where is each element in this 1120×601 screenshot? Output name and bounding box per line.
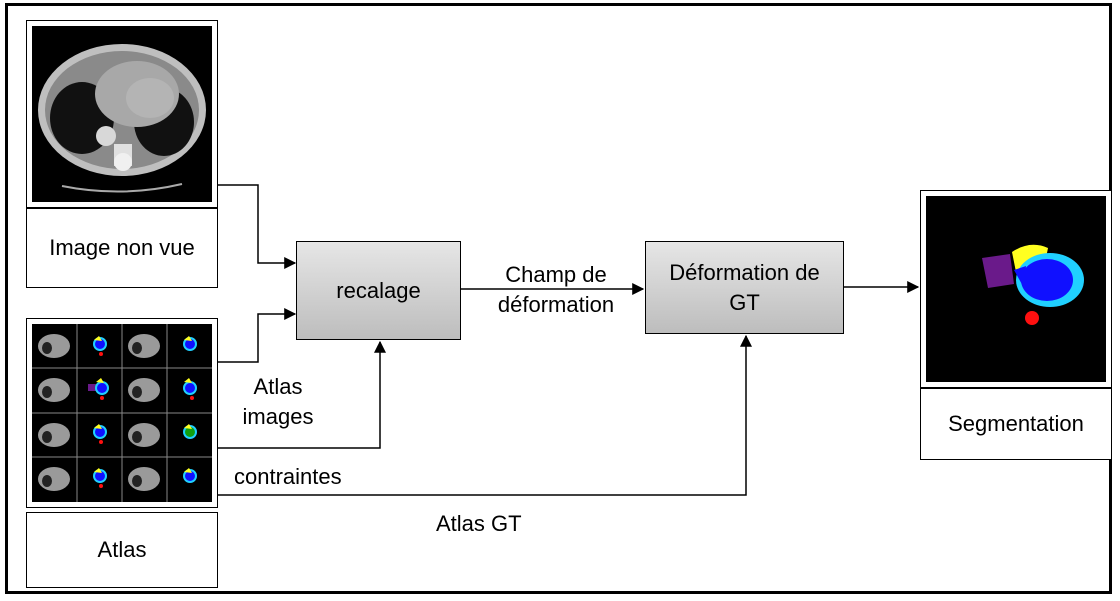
atlas-text: Atlas	[97, 537, 147, 562]
atlas-gt-label: Atlas GT	[436, 511, 522, 536]
unseen-image-frame	[26, 20, 218, 208]
segmentation-label: Segmentation	[920, 388, 1112, 460]
arrow-atlas-gt-to-deformation	[218, 334, 752, 496]
gt-deformation-box: Déformation de GT	[645, 241, 844, 334]
arrow-constraints-to-registration	[218, 340, 386, 449]
atlas-label: Atlas	[26, 512, 218, 588]
registration-box: recalage	[296, 241, 461, 340]
atlas-images-label: Atlas images	[242, 374, 314, 429]
constraints-label: contraintes	[234, 464, 342, 489]
gt-deformation-text: Déformation de GT	[669, 259, 820, 315]
atlas-image-frame	[26, 318, 218, 508]
segmentation-text: Segmentation	[948, 411, 1084, 436]
unseen-image-text: Image non vue	[49, 235, 195, 260]
segmentation-image-frame	[920, 190, 1112, 388]
segmentation-map-icon	[926, 196, 1106, 382]
arrow-atlas-images-to-registration	[218, 308, 297, 363]
ct-scan-icon	[32, 26, 212, 202]
registration-text: recalage	[336, 277, 421, 303]
atlas-grid-icon	[32, 324, 212, 502]
unseen-image-label: Image non vue	[26, 208, 218, 288]
deformation-field-label: Champ de déformation	[497, 262, 615, 317]
arrow-unseen-to-registration	[218, 184, 297, 269]
